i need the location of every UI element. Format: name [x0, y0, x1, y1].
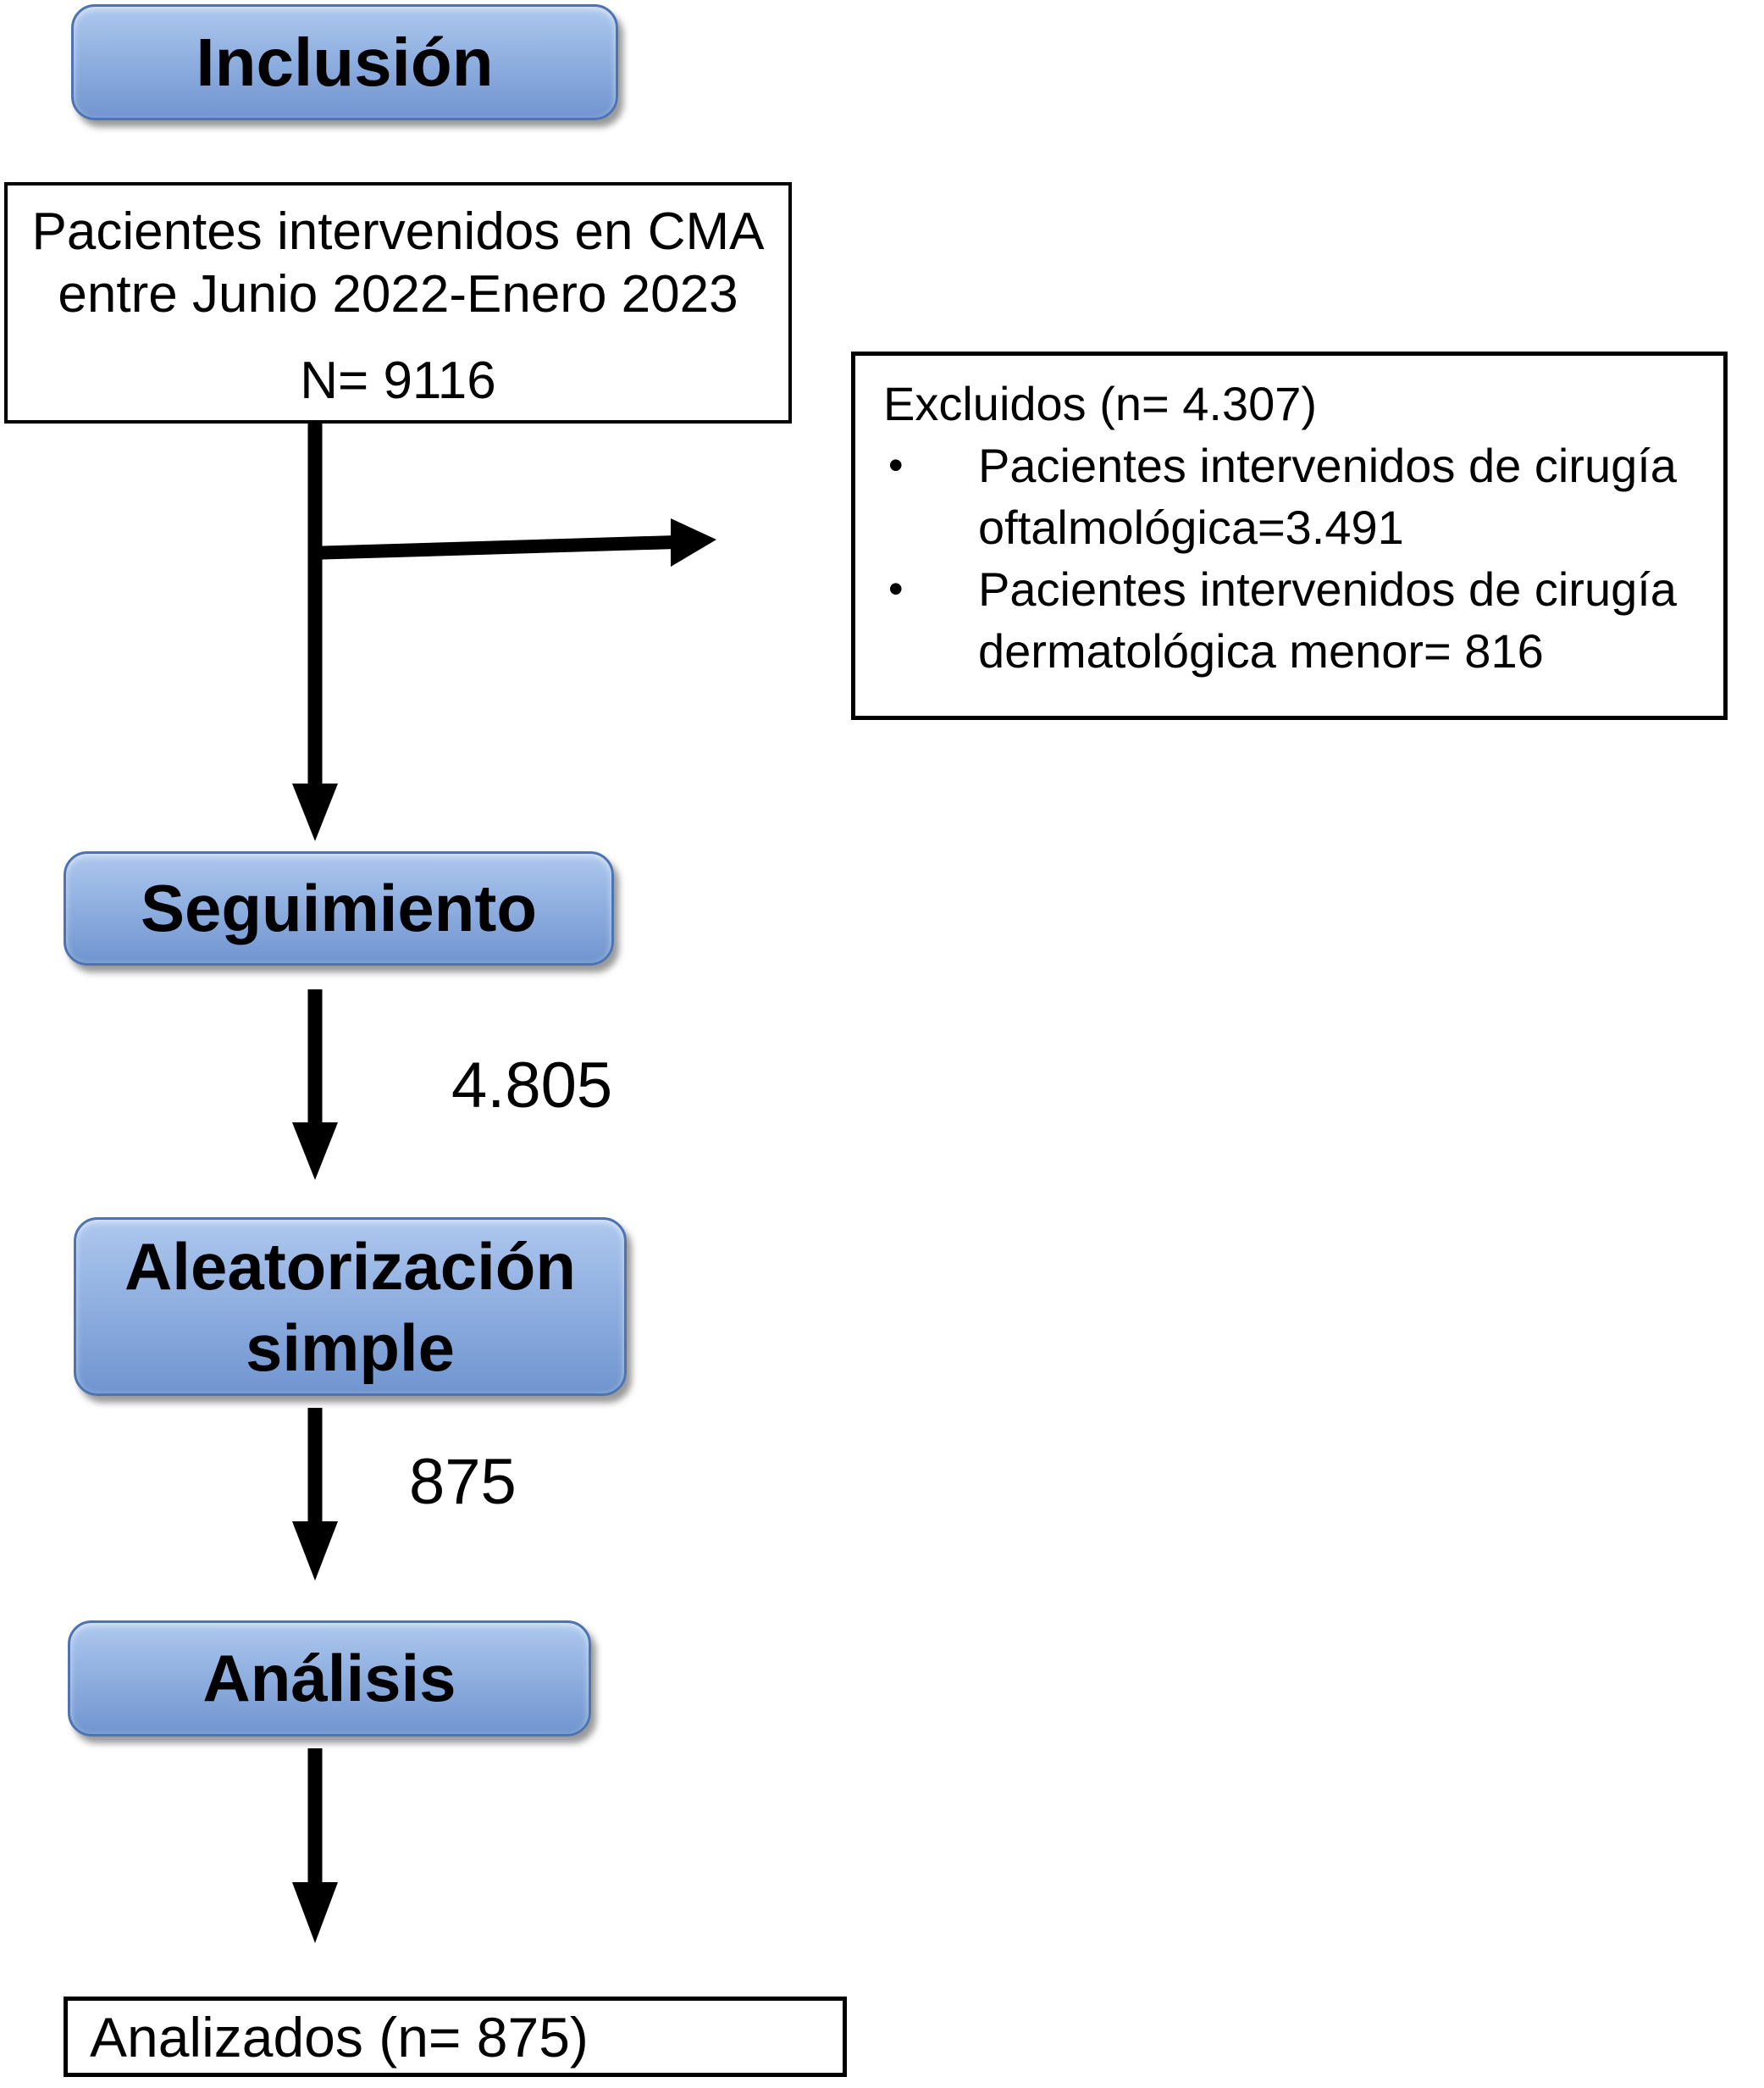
population-box: Pacientes intervenidos en CMA entre Juni…	[4, 182, 792, 424]
bullet-icon: •	[888, 565, 904, 612]
stage-label-seguimiento: Seguimiento	[140, 871, 538, 945]
stage-label-randomization: Aleatorización simple	[124, 1228, 577, 1385]
population-line-2: entre Junio 2022-Enero 2023	[58, 265, 738, 324]
excluded-item-row: • Pacientes intervenidos de cirugía ofta…	[883, 435, 1708, 558]
bullet-icon: •	[888, 441, 904, 489]
stage-label-inclusion: Inclusión	[196, 24, 494, 100]
arrow-seguimiento-to-randomization	[292, 989, 338, 1180]
arrow-randomization-to-analysis	[292, 1408, 338, 1581]
excluded-title: Excluidos (n= 4.307)	[883, 377, 1318, 430]
excluded-item-row: • Pacientes intervenidos de cirugía derm…	[883, 558, 1708, 682]
excluded-box: Excluidos (n= 4.307) • Pacientes interve…	[851, 352, 1728, 720]
stage-box-randomization: Aleatorización simple	[74, 1217, 627, 1396]
arrow-population-to-seguimiento	[292, 424, 338, 841]
stage-box-seguimiento: Seguimiento	[64, 851, 614, 966]
analyzed-box: Analizados (n= 875)	[64, 1997, 847, 2077]
count-label-to-analysis: 875	[409, 1446, 517, 1518]
arrow-analysis-to-analyzed	[292, 1748, 338, 1943]
excluded-item-2: Pacientes intervenidos de cirugía dermat…	[978, 562, 1677, 678]
stage-label-analysis: Análisis	[202, 1641, 456, 1715]
population-n-value: N= 9116	[300, 352, 496, 410]
stage-box-inclusion: Inclusión	[71, 4, 618, 120]
stage-box-analysis: Análisis	[68, 1620, 591, 1736]
analyzed-label: Analizados (n= 875)	[90, 2005, 589, 2069]
population-line-1: Pacientes intervenidos en CMA	[31, 202, 765, 261]
arrow-population-to-excluded	[309, 518, 716, 567]
excluded-item-1: Pacientes intervenidos de cirugía oftalm…	[978, 439, 1677, 554]
count-label-to-randomization: 4.805	[451, 1050, 613, 1122]
